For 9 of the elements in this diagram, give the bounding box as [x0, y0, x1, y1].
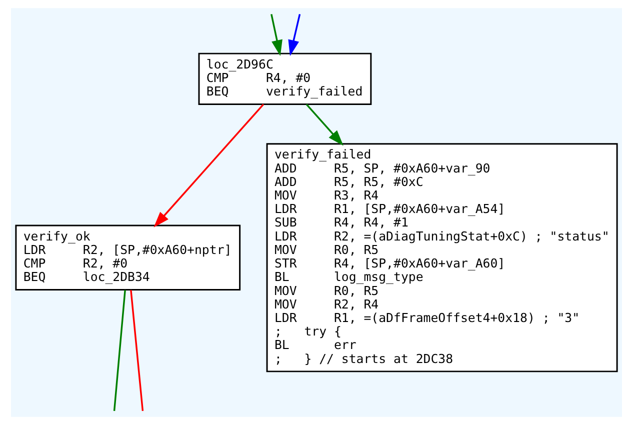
arrow — [153, 104, 264, 228]
connector — [112, 290, 126, 412]
arrow — [288, 14, 300, 56]
node-box: loc_2D96C CMP R4, #0 BEQ verify_failed — [198, 52, 372, 106]
arrow — [305, 104, 343, 146]
arrow — [270, 14, 282, 56]
node-box: verify_ok LDR R2, [SP,#0xA60+nptr] CMP R2, #0 BEQ loc_2DB34 — [14, 224, 240, 291]
node-box: verify_failed ADD R5, SP, #0xA60+var_90 ADD R5, R5, #0xC MOV R3, R4 LDR R1, [SP,#0xA60+var_A54] SUB R4, R4, #1 LDR R2, =(aDiagTuningStat+0xC) ; "status" MOV R0, R5 STR R4, [SP,#0xA60+var_A60] BL log_msg_type MOV R0, R5 MOV R2, R4 LDR R1, =(aDfFrameOffset4+0x18) ; "3" ; try { BL err ; } // starts at 2DC38 — [266, 143, 618, 372]
connector — [130, 290, 144, 412]
